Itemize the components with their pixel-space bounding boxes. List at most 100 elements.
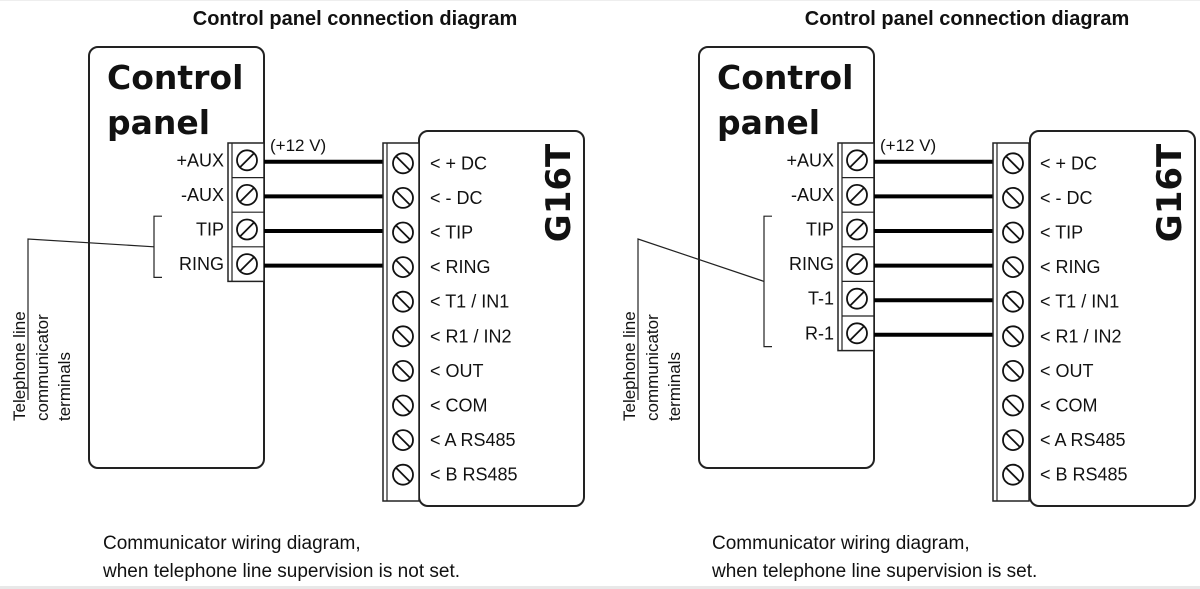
control-panel-terminal-label: RING xyxy=(179,254,224,274)
g16t-terminal-block: < + DC < - DC < TIP < RING < T1 / IN1 < R1 / … xyxy=(992,142,1128,502)
screw-terminal-icon xyxy=(392,463,414,486)
screw-slot xyxy=(1005,397,1021,414)
screw-terminal-icon xyxy=(392,394,414,417)
screw-slot xyxy=(1005,294,1021,310)
voltage-label: (+12 V) xyxy=(270,136,326,155)
screw-terminal-icon xyxy=(1002,186,1024,209)
screw-terminal-icon xyxy=(392,429,414,452)
control-panel-terminal-label: T-1 xyxy=(808,289,834,309)
telephone-terminals-bracket xyxy=(153,215,162,278)
screw-terminal-icon xyxy=(392,359,414,382)
device-terminal-label: < R1 / IN2 xyxy=(1040,326,1122,346)
device-terminal-label: < RING xyxy=(1040,257,1101,277)
control-panel-terminal-label: -AUX xyxy=(181,185,224,205)
diagram-supervision-set: Control panel connection diagram Control… xyxy=(620,8,1196,582)
side-label-line2: communicator xyxy=(33,314,52,421)
device-terminal-label: < B RS485 xyxy=(1040,465,1128,485)
side-label-line1: Telephone line xyxy=(10,311,29,421)
caption-line1: Communicator wiring diagram, xyxy=(103,533,361,554)
screw-slot xyxy=(1005,224,1021,241)
g16t-name: G16T xyxy=(1150,143,1190,242)
bracket-line xyxy=(763,215,772,348)
voltage-label: (+12 V) xyxy=(880,136,936,155)
screw-slot xyxy=(1005,467,1021,483)
control-panel-terminal-label: TIP xyxy=(806,220,834,240)
wires xyxy=(264,159,383,268)
screw-terminal-icon xyxy=(1002,290,1024,313)
screw-terminal-icon xyxy=(846,253,868,276)
screw-slot xyxy=(395,224,411,241)
device-terminal-label: < B RS485 xyxy=(430,465,518,485)
control-panel-terminal-block: +AUX -AUX TIP RING xyxy=(176,142,265,283)
device-terminal-label: < A RS485 xyxy=(1040,430,1126,450)
screw-slot xyxy=(395,397,411,414)
screw-slot xyxy=(395,190,411,206)
screw-terminal-icon xyxy=(1002,359,1024,382)
screw-slot xyxy=(1005,190,1021,206)
control-panel-terminal-label: RING xyxy=(789,254,834,274)
screw-terminal-icon xyxy=(1002,429,1024,452)
screw-terminal-icon xyxy=(846,322,868,345)
screw-slot xyxy=(849,221,865,238)
caption-line1: Communicator wiring diagram, xyxy=(712,533,970,554)
side-label-line3: terminals xyxy=(55,352,74,421)
side-label-line2: communicator xyxy=(643,314,662,421)
device-terminal-label: < - DC xyxy=(430,188,483,208)
device-terminal-label: < + DC xyxy=(430,153,487,173)
device-terminal-label: < TIP xyxy=(430,223,473,243)
device-terminal-label: < TIP xyxy=(1040,223,1083,243)
screw-terminal-icon xyxy=(392,325,414,348)
control-panel-terminal-label: R-1 xyxy=(805,323,834,343)
screw-terminal-icon xyxy=(236,253,258,276)
g16t-terminal-block: < + DC< - DC< TIP< RING< T1 / IN1< R1 / … xyxy=(382,142,518,502)
screw-slot xyxy=(849,325,865,341)
device-terminal-label: < RING xyxy=(430,257,491,277)
control-panel-title-line1: Control xyxy=(717,58,853,97)
device-terminal-label: < A RS485 xyxy=(430,430,516,450)
device-terminal-label: < + DC xyxy=(1040,153,1097,173)
control-panel-title-line2: panel xyxy=(107,103,210,142)
telephone-line-label: Telephone line communicator terminals xyxy=(10,238,155,421)
device-terminal-label: < OUT xyxy=(1040,361,1094,381)
screw-slot xyxy=(849,291,865,307)
control-panel-terminal-label: +AUX xyxy=(786,150,834,170)
device-terminal-label: < - DC xyxy=(1040,188,1093,208)
screw-terminal-icon xyxy=(846,183,868,206)
side-label-line3: terminals xyxy=(665,352,684,421)
screw-slot xyxy=(239,221,255,238)
screw-terminal-icon xyxy=(1002,394,1024,417)
device-terminal-label: < T1 / IN1 xyxy=(1040,292,1119,312)
telephone-line-label: Telephone line communicator terminals xyxy=(620,238,765,421)
control-panel-terminal-label: +AUX xyxy=(176,150,224,170)
screw-terminal-icon xyxy=(236,218,258,241)
screw-slot xyxy=(849,256,865,272)
screw-terminal-icon xyxy=(1002,325,1024,348)
screw-slot xyxy=(1005,259,1021,275)
screw-slot xyxy=(395,259,411,275)
screw-slot xyxy=(395,432,411,448)
screw-slot xyxy=(395,363,411,379)
screw-terminal-icon xyxy=(1002,256,1024,279)
device-terminal-label: < OUT xyxy=(430,361,484,381)
screw-slot xyxy=(395,294,411,310)
screw-terminal-icon xyxy=(1002,221,1024,244)
screw-slot xyxy=(1005,363,1021,379)
screw-slot xyxy=(395,155,411,171)
device-terminal-label: < COM xyxy=(1040,396,1098,416)
g16t-name: G16T xyxy=(539,143,579,242)
screw-slot xyxy=(1005,432,1021,448)
bracket-line xyxy=(153,215,162,278)
top-border xyxy=(0,0,1200,1)
screw-slot xyxy=(239,187,255,203)
control-panel-title-line1: Control xyxy=(107,58,243,97)
screw-terminal-icon xyxy=(392,290,414,313)
screw-terminal-icon xyxy=(236,149,258,172)
screw-terminal-icon xyxy=(392,186,414,209)
screw-slot xyxy=(849,187,865,203)
control-panel-terminal-label: -AUX xyxy=(791,185,834,205)
control-panel-terminal-label: TIP xyxy=(196,220,224,240)
screw-terminal-icon xyxy=(846,149,868,172)
screw-slot xyxy=(395,467,411,483)
screw-terminal-icon xyxy=(392,152,414,175)
leader-line xyxy=(637,238,765,400)
